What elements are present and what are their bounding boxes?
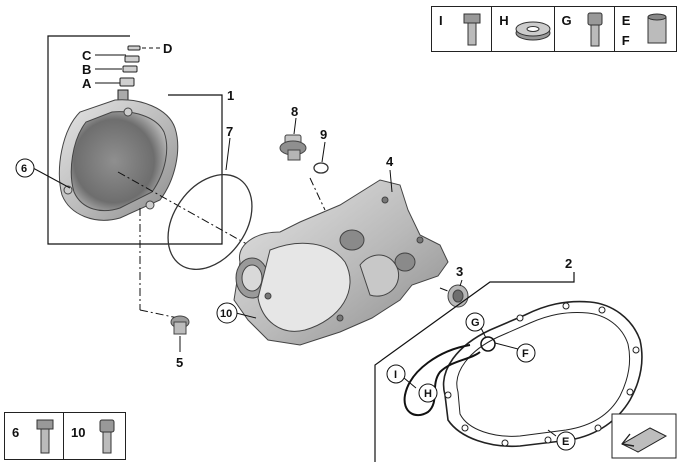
legend-cell-6: 6 bbox=[5, 413, 63, 459]
leader-6 bbox=[32, 167, 71, 189]
legend-letter-G: G bbox=[561, 13, 572, 28]
fastener-legend-top: I H G E F bbox=[431, 6, 677, 52]
sleeve-icon bbox=[647, 13, 667, 44]
callout-7: 7 bbox=[226, 124, 233, 139]
seal-ring-9 bbox=[313, 162, 329, 174]
callout-G: G bbox=[471, 317, 480, 329]
letter-callouts bbox=[386, 312, 576, 451]
callout-E: E bbox=[562, 436, 569, 448]
engine-cover-4 bbox=[233, 179, 449, 346]
legend-number-10: 10 bbox=[71, 425, 86, 440]
callout-10: 10 bbox=[220, 308, 232, 320]
o-ring-7 bbox=[167, 174, 253, 270]
legend-cell-H: H bbox=[491, 7, 553, 51]
clutch-cover bbox=[58, 99, 179, 221]
direction-arrow-icon[interactable] bbox=[611, 413, 677, 459]
legend-cell-G: G bbox=[553, 7, 614, 51]
callout-2: 2 bbox=[565, 256, 572, 271]
callout-3: 3 bbox=[456, 264, 463, 279]
plug-stack bbox=[117, 45, 141, 105]
leader-3 bbox=[459, 279, 463, 287]
washer-icon bbox=[515, 21, 551, 41]
gasket-2 bbox=[442, 300, 643, 448]
callout-5: 5 bbox=[176, 355, 183, 370]
legend-cell-I: I bbox=[432, 7, 491, 51]
callout-1: 1 bbox=[227, 88, 234, 103]
gasket-group-frame bbox=[374, 272, 575, 462]
socket-screw-icon bbox=[99, 419, 115, 454]
callout-A: A bbox=[82, 76, 92, 91]
legend-letter-H: H bbox=[499, 13, 509, 28]
shaft-seal-3 bbox=[447, 284, 469, 308]
letter-leaders bbox=[403, 327, 557, 437]
callout-circle-6 bbox=[15, 158, 35, 178]
legend-cell-EF: E F bbox=[613, 7, 676, 51]
leader-10 bbox=[235, 312, 257, 319]
cover-group-frame bbox=[47, 35, 223, 245]
callout-4: 4 bbox=[386, 154, 394, 169]
callout-H: H bbox=[424, 388, 432, 400]
hex-bolt-icon bbox=[463, 13, 481, 46]
callout-circle-10 bbox=[216, 302, 238, 324]
leader-8 bbox=[293, 117, 297, 135]
oil-plug-8 bbox=[279, 134, 307, 161]
callout-9: 9 bbox=[320, 127, 327, 142]
hex-bolt-icon bbox=[36, 419, 54, 454]
leader-7 bbox=[225, 137, 231, 171]
legend-letter-F: F bbox=[621, 33, 630, 48]
callout-C: C bbox=[82, 48, 92, 63]
legend-cell-10: 10 bbox=[63, 413, 125, 459]
fastener-legend-bottom: 6 10 bbox=[4, 412, 126, 460]
callout-D: D bbox=[163, 41, 172, 56]
legend-letter-I: I bbox=[439, 13, 443, 28]
stack-leader-lines bbox=[95, 47, 160, 84]
callout-B: B bbox=[82, 62, 91, 77]
gasket-bolt-holes bbox=[444, 302, 640, 447]
callout-6: 6 bbox=[21, 163, 27, 175]
fitting-ring bbox=[480, 336, 496, 352]
leader-4 bbox=[389, 169, 393, 193]
callout-I: I bbox=[394, 369, 397, 381]
callout-F: F bbox=[522, 348, 529, 360]
legend-letter-E: E bbox=[621, 13, 631, 28]
socket-screw-icon bbox=[587, 12, 602, 47]
leader-9 bbox=[321, 141, 326, 163]
drain-plug-5 bbox=[170, 315, 190, 335]
hose-loop bbox=[403, 344, 481, 417]
callout-8: 8 bbox=[291, 104, 298, 119]
legend-number-6: 6 bbox=[12, 425, 20, 440]
